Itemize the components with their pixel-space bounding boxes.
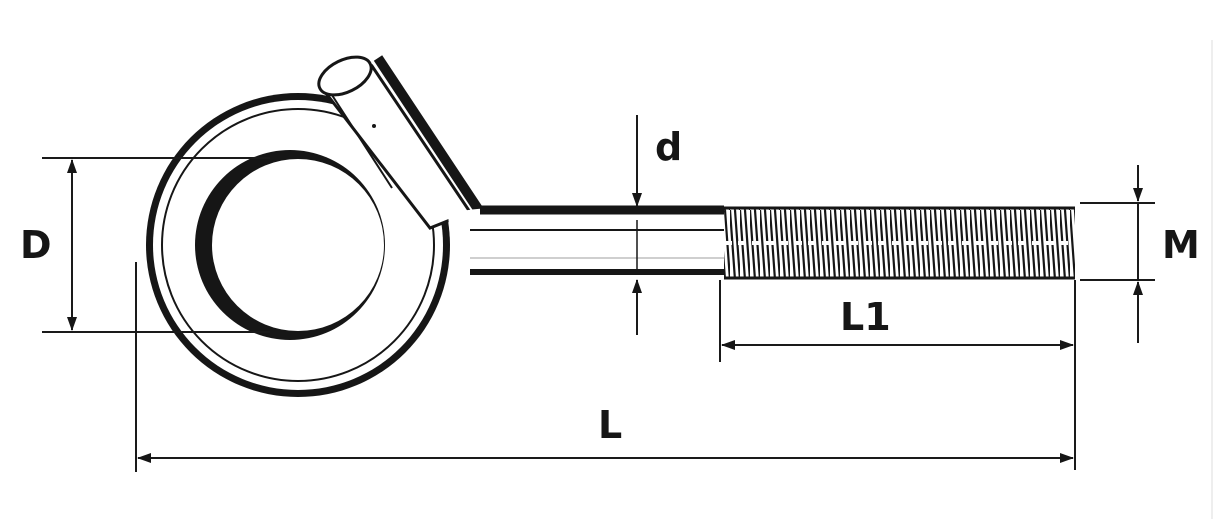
eye-hole xyxy=(195,150,385,340)
threaded-section xyxy=(724,206,1075,280)
label-D: D xyxy=(20,223,52,267)
dimension-M: M xyxy=(1080,165,1200,343)
label-d: d xyxy=(655,125,682,169)
dimension-D: D xyxy=(20,157,270,333)
label-L: L xyxy=(598,403,622,447)
label-L1: L1 xyxy=(840,295,891,339)
label-M: M xyxy=(1162,223,1200,267)
dimension-d: d xyxy=(632,115,682,335)
shank xyxy=(448,205,724,278)
dimension-L: L xyxy=(135,262,1074,472)
wire-neck xyxy=(317,55,485,230)
dimension-L1: L1 xyxy=(719,280,1076,470)
